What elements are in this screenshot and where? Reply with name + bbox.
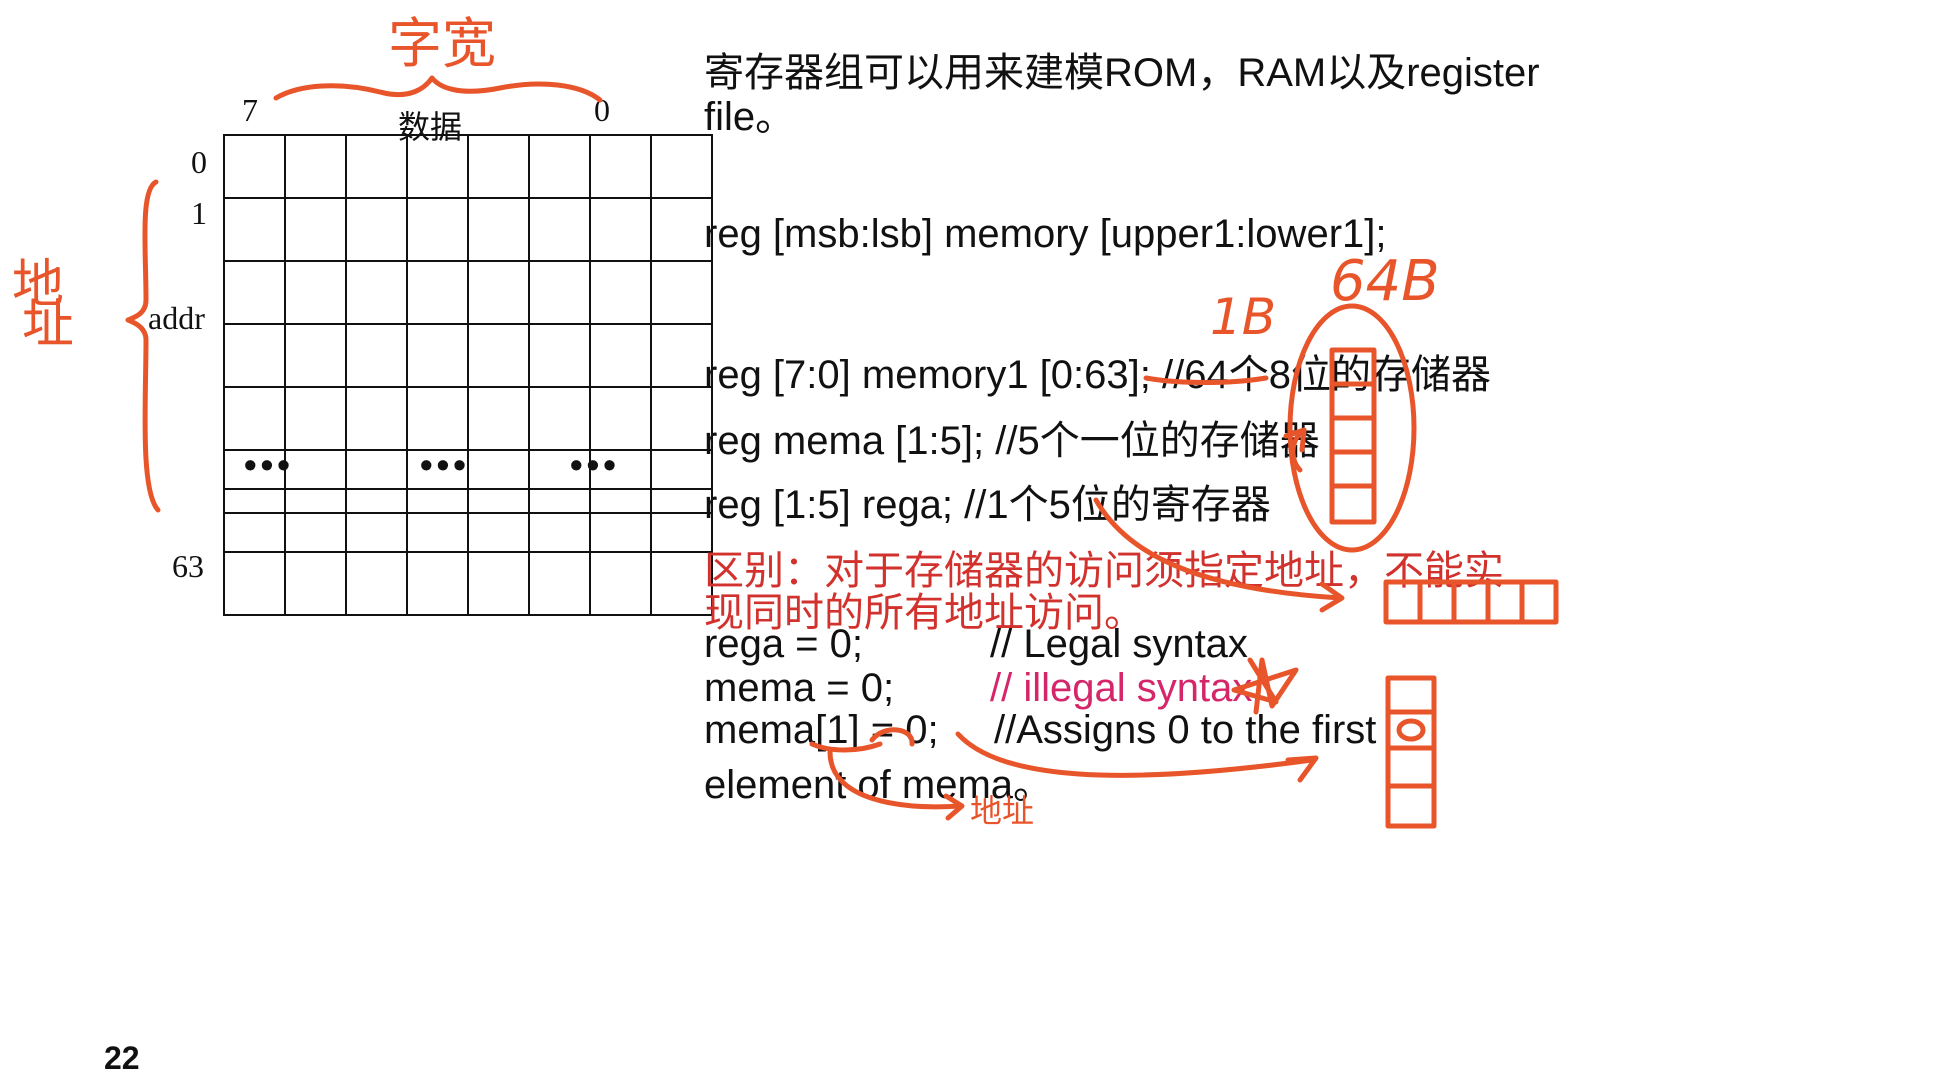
size-1b-note: 1B [1210, 288, 1276, 346]
example-mema-code: reg mema [1:5]; [704, 419, 996, 463]
example-rega-comment: //1个5位的寄存器 [964, 483, 1271, 527]
ellipsis-middle: ••• [420, 444, 470, 485]
row-63-label: 63 [172, 548, 204, 584]
width-note: 字宽 [388, 12, 496, 75]
ellipsis-left: ••• [244, 444, 294, 485]
row-0-label: 0 [191, 144, 207, 180]
assign-mema-code: mema = 0; [704, 666, 895, 710]
example-memory1-code: reg [7:0] memory1 [0:63]; [704, 353, 1162, 397]
addr-note-2: 址 [22, 295, 74, 355]
intro-line-1: 寄存器组可以用来建模ROM，RAM以及register [704, 51, 1540, 95]
intro-line-2: file。 [704, 95, 796, 139]
bit-high-label: 7 [242, 92, 258, 128]
width-brace [273, 75, 603, 103]
assign-mema1-comment-cont: element of mema。 [704, 763, 1054, 807]
example-rega: reg [1:5] rega; //1个5位的寄存器 [704, 472, 1271, 530]
page-number: 22 [104, 1040, 140, 1076]
row-1-label: 1 [191, 195, 207, 231]
ellipsis-right: ••• [570, 444, 620, 485]
example-mema-comment: //5个一位的存储器 [995, 419, 1320, 463]
assign-mema1-code: mema[1] = 0; [704, 708, 939, 752]
assign-mema1-comment: //Assigns 0 to the first [994, 708, 1377, 752]
assign-rega-comment: // Legal syntax [990, 622, 1248, 666]
size-64b-note: 64B [1330, 249, 1440, 314]
example-mema: reg mema [1:5]; //5个一位的存储器 [704, 408, 1320, 466]
zero-mark [1396, 718, 1426, 742]
difference-line-2: 现同时的所有地址访问。 [704, 591, 1144, 635]
assign-mema-comment: // illegal syntax [990, 666, 1253, 710]
example-memory1-comment: //64个8位的存储器 [1162, 353, 1491, 397]
bit-low-label: 0 [594, 92, 610, 128]
addr-note-1: 地 [12, 255, 64, 315]
memory-grid-top [223, 134, 713, 514]
assign-rega-code: rega = 0; [704, 622, 864, 666]
addr-label: addr [148, 300, 205, 336]
example-rega-code: reg [1:5] rega; [704, 483, 965, 527]
example-memory1: reg [7:0] memory1 [0:63]; //64个8位的存储器 [704, 342, 1491, 400]
syntax-line: reg [msb:lsb] memory [upper1:lower1]; [704, 212, 1387, 256]
addr-brace [125, 179, 161, 513]
mema-column [1385, 675, 1437, 829]
memory-grid-bottom [223, 488, 713, 616]
